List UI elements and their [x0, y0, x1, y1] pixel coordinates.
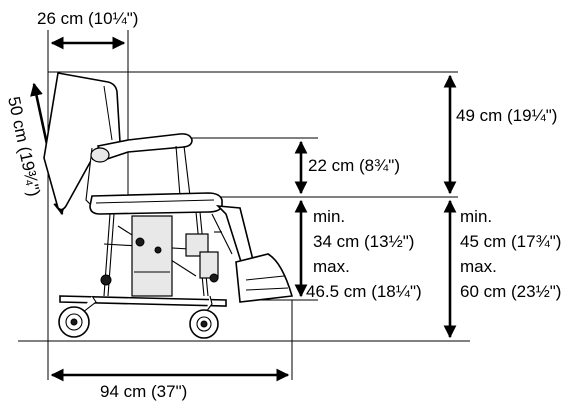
backrest — [43, 72, 121, 211]
label-seat-max: max. — [313, 257, 350, 276]
label-seat-min: min. — [313, 207, 345, 226]
front-caster — [189, 295, 219, 339]
label-seat-min-value: 34 cm (13½") — [313, 232, 414, 251]
label-backrest-height: 50 cm (19¾") — [4, 95, 44, 198]
label-total-min-value: 45 cm (17¾") — [460, 232, 561, 251]
label-armrest: 22 cm (8¾") — [308, 156, 400, 175]
label-total-min: min. — [460, 207, 492, 226]
label-total-length: 94 cm (37") — [100, 382, 187, 401]
rear-caster — [58, 295, 97, 338]
label-back-to-seat: 49 cm (19¼") — [456, 106, 557, 125]
label-total-max: max. — [460, 257, 497, 276]
label-top-width: 26 cm (10¼") — [37, 9, 138, 28]
wheelchair-illustration — [43, 72, 294, 339]
seat — [89, 192, 223, 215]
label-seat-max-value: 46.5 cm (18¼") — [306, 282, 422, 301]
label-total-max-value: 60 cm (23½") — [460, 282, 561, 301]
seat-column — [131, 215, 173, 297]
